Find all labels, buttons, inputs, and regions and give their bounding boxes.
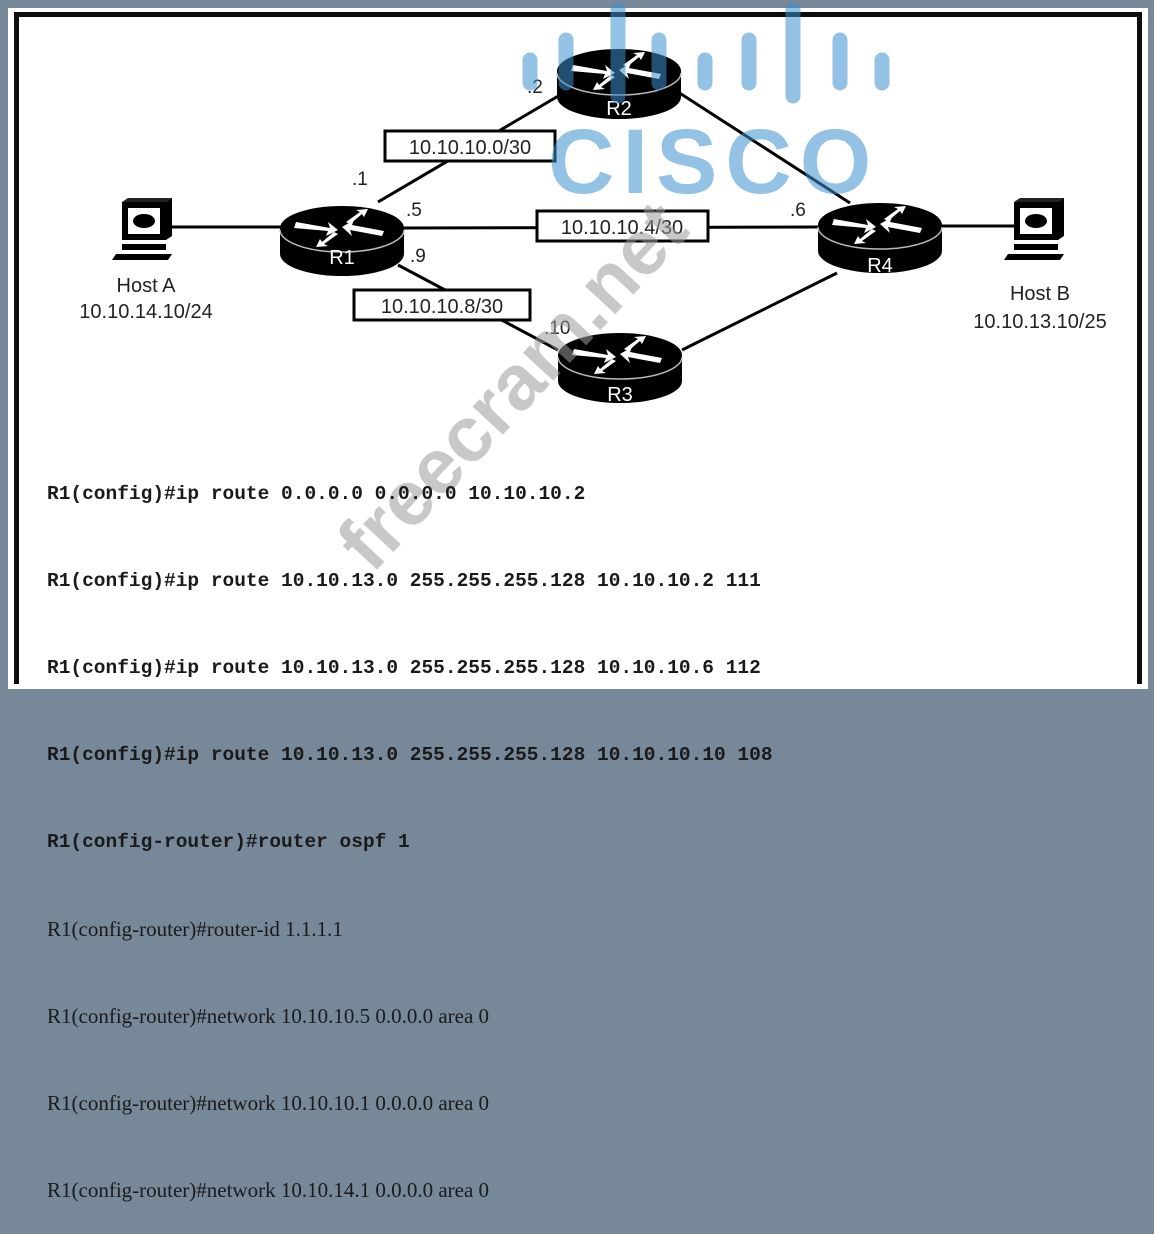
router-r1-label: R1 (329, 247, 355, 269)
config-line: R1(config-router)#network 10.10.10.1 0.0… (47, 1091, 490, 1115)
iface-r3-r1: .10 (544, 318, 570, 339)
subnet-r1-r3-label: 10.10.10.8/30 (381, 296, 503, 318)
config-line: R1(config-router)#router ospf 1 (47, 831, 410, 853)
router-r1[interactable]: R1 (279, 205, 405, 277)
link-r2-r4 (677, 90, 851, 205)
config-line: R1(config-router)#network 10.10.14.1 0.0… (47, 1178, 490, 1202)
cisco-logo-text: CISCO (548, 111, 879, 213)
host-a[interactable] (112, 198, 172, 260)
config-line: R1(config-router)#router-id 1.1.1.1 (47, 917, 343, 941)
computer-icon (112, 198, 172, 260)
subnet-r1-r4-label: 10.10.10.4/30 (561, 217, 683, 239)
iface-r4-r1: .6 (790, 200, 806, 221)
config-line: R1(config)#ip route 0.0.0.0 0.0.0.0 10.1… (47, 483, 586, 505)
config-line: R1(config)#ip route 10.10.13.0 255.255.2… (47, 657, 761, 679)
config-line: R1(config)#ip route 10.10.13.0 255.255.2… (47, 570, 761, 592)
config-line: R1(config-router)#network 10.10.10.5 0.0… (47, 1004, 490, 1028)
computer-icon (1004, 198, 1064, 260)
router-r4-label: R4 (867, 255, 893, 277)
cisco-logo-watermark: CISCO (522, 2, 890, 213)
cisco-bars (522, 2, 890, 104)
host-a-ip: 10.10.14.10/24 (79, 301, 212, 323)
subnet-r1-r3: 10.10.10.8/30 (352, 288, 532, 322)
router-r3[interactable]: R3 (557, 332, 683, 406)
host-b-ip: 10.10.13.10/25 (973, 311, 1106, 333)
link-r3-r4 (681, 271, 838, 352)
config-line: R1(config)#ip route 10.10.13.0 255.255.2… (47, 744, 773, 766)
host-a-name: Host A (117, 275, 177, 297)
router-r2[interactable]: R2 (556, 48, 682, 120)
host-b-name: Host B (1010, 283, 1070, 305)
iface-r1-r2: .1 (352, 169, 368, 190)
network-topology: R1 R2 R3 R4 Host A 10.10.14.10/24 Host B… (79, 2, 1107, 587)
subnet-r1-r2: 10.10.10.0/30 (383, 129, 557, 163)
router-r4[interactable]: R4 (817, 202, 943, 277)
iface-r1-r3: .9 (410, 246, 426, 267)
subnet-r1-r4: 10.10.10.4/30 (535, 209, 710, 243)
host-b[interactable] (1004, 198, 1064, 260)
r1-config-listing: R1(config)#ip route 0.0.0.0 0.0.0.0 10.1… (47, 422, 773, 1234)
subnet-r1-r2-label: 10.10.10.0/30 (409, 137, 531, 159)
router-r3-label: R3 (607, 384, 633, 406)
iface-r1-r4: .5 (406, 200, 422, 221)
router-r2-label: R2 (606, 98, 632, 120)
